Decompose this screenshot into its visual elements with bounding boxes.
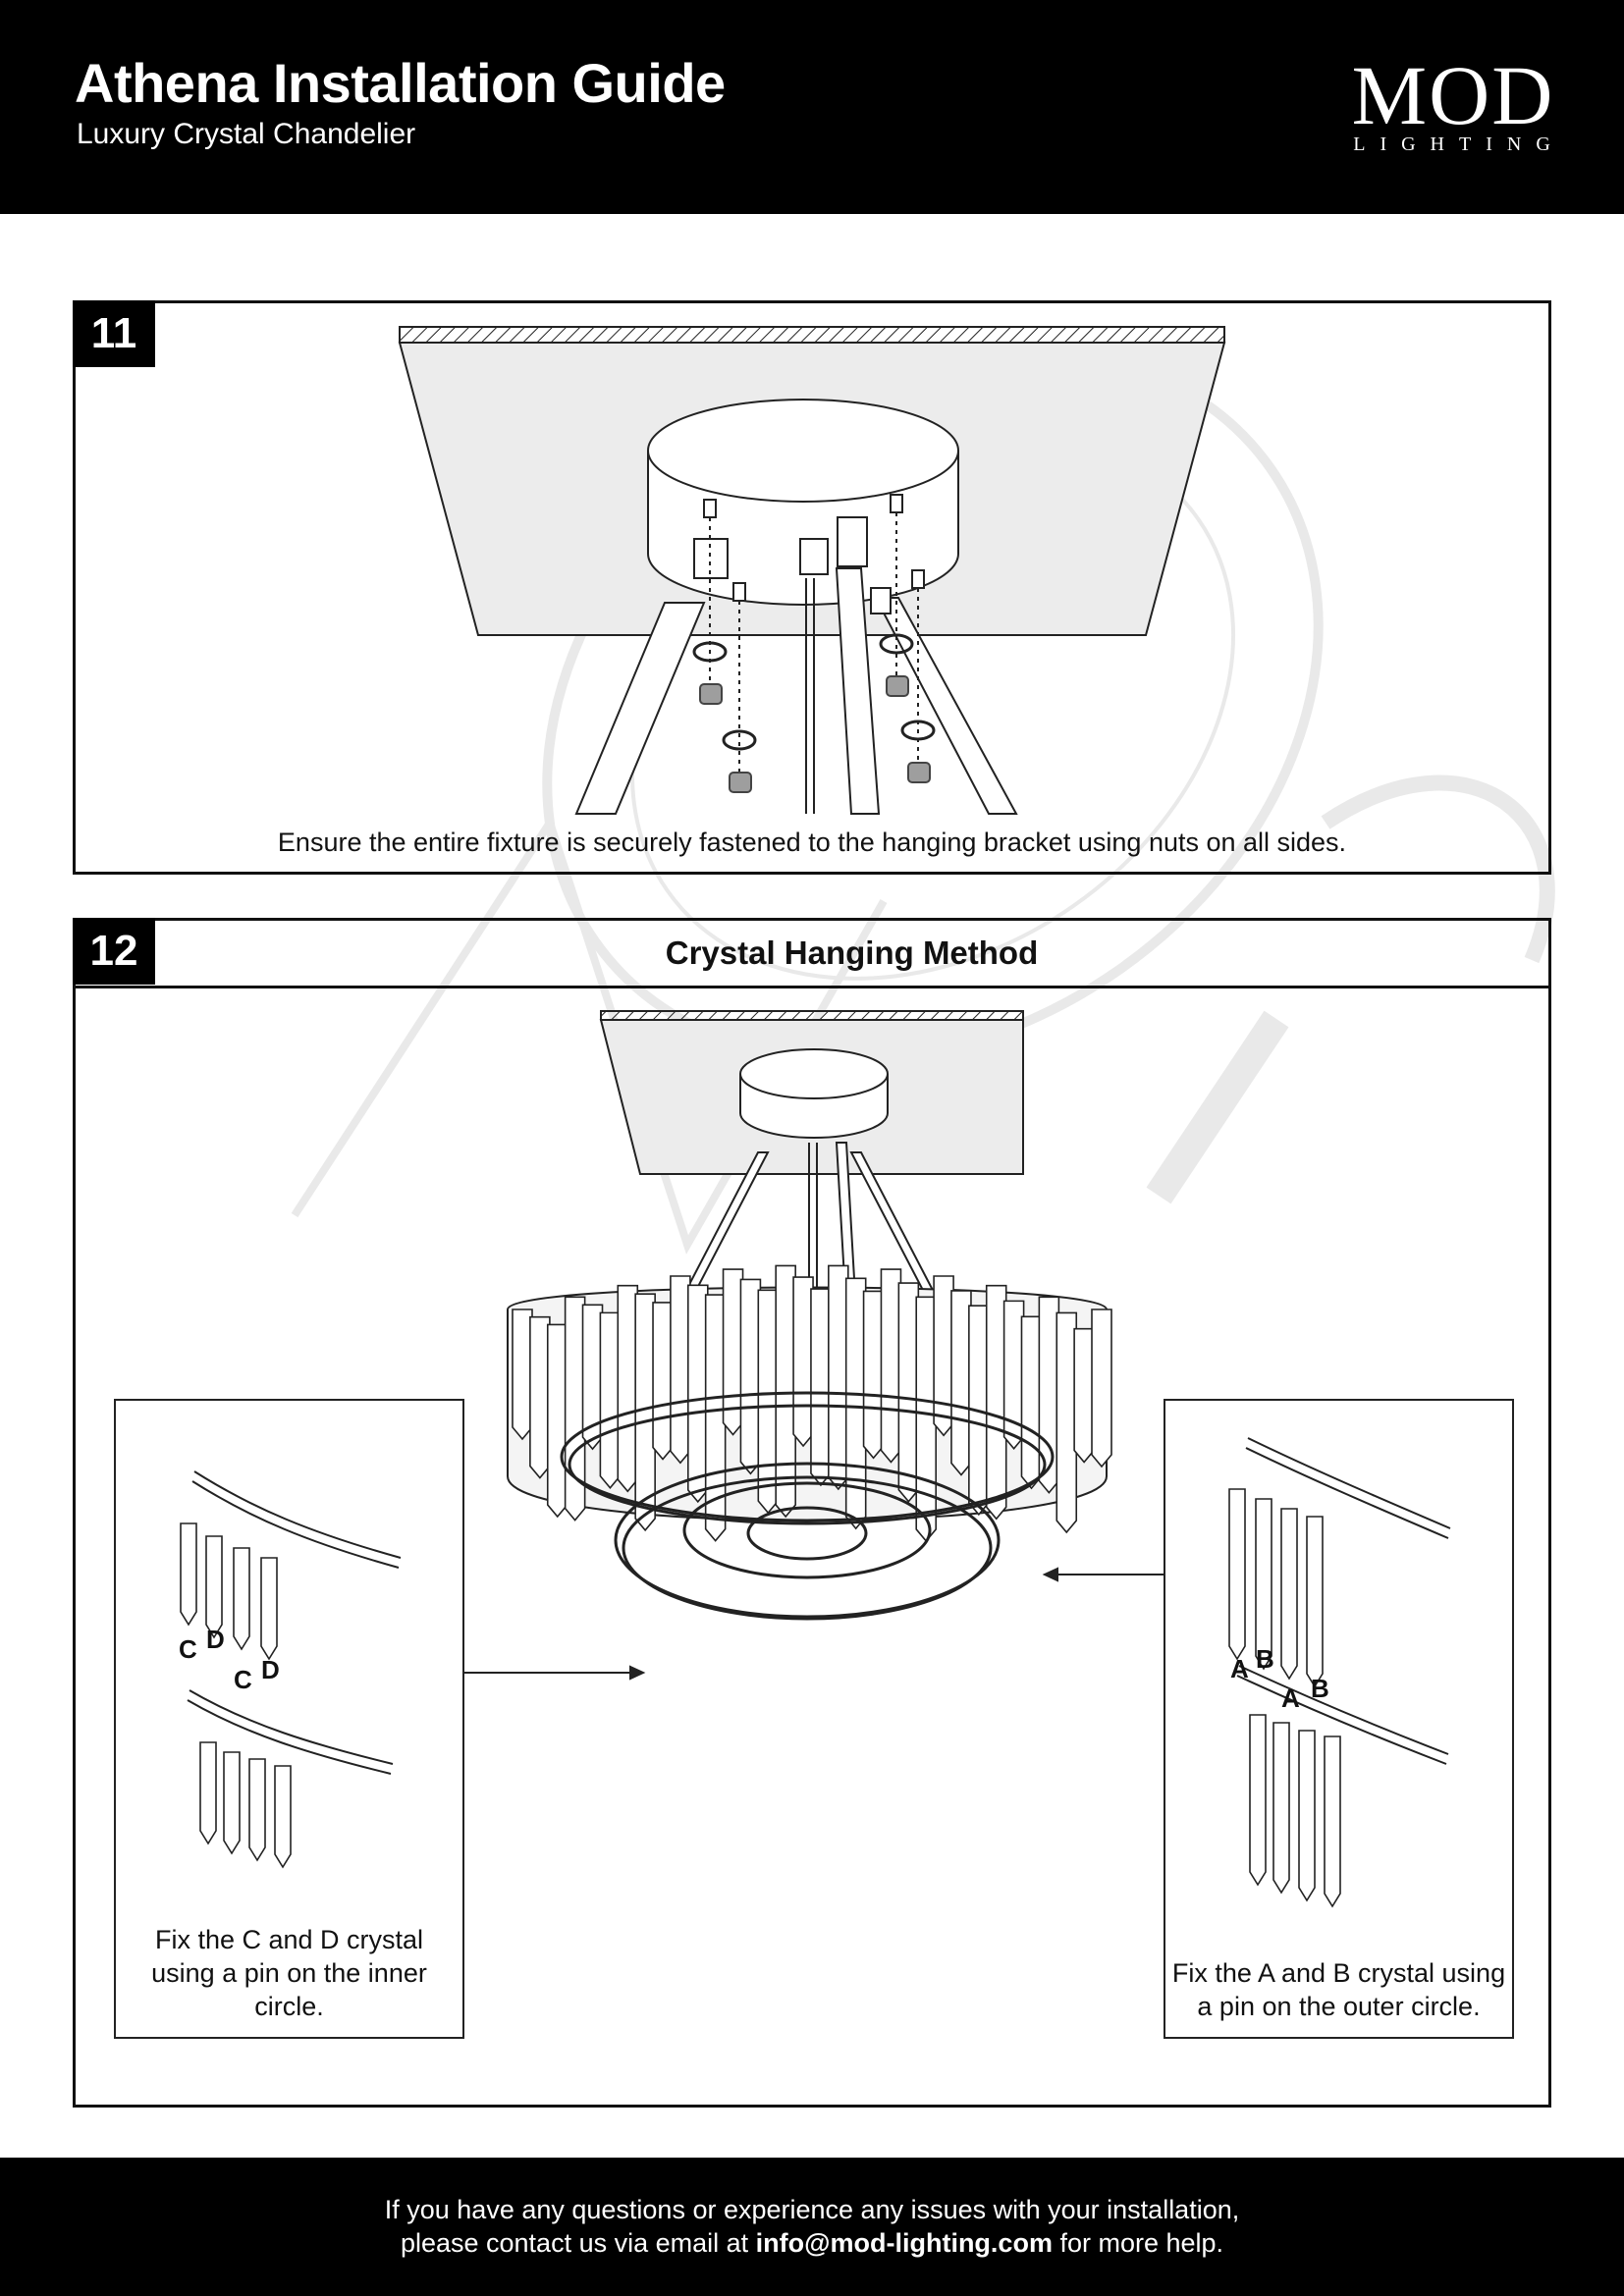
crystal-prism [810,1288,832,1487]
step-12-panel: Crystal Hanging Method 12 [73,918,1551,2108]
crystal-prism [915,1296,938,1543]
crystal-prism [704,1294,727,1542]
outer-circle-instruction: Fix the A and B crystal using a pin on t… [1171,1958,1506,2021]
footer-help-line: If you have any questions or experience … [384,2195,1240,2224]
outer-circle-crystal-illustration: A B A B [1228,1437,1451,1908]
crystal-prism [1056,1311,1078,1534]
crystal-label-c-1: C [179,1634,197,1664]
footer-contact-prefix: please contact us via email at [400,2228,749,2258]
document-subtitle: Luxury Crystal Chandelier [77,118,416,150]
page-header: Athena Installation Guide Luxury Crystal… [0,0,1624,214]
logo-wordmark: MOD [1351,48,1555,142]
crystal-prism [1002,1300,1025,1450]
footer-contact-suffix: for more help. [1059,2228,1224,2258]
step-11-number: 11 [73,300,155,367]
brand-logo: MOD LIGHTING [1335,51,1571,159]
step-12-number: 12 [73,918,155,985]
crystal-prism [581,1304,604,1451]
logo-subtitle: LIGHTING [1353,133,1565,155]
crystal-prism [652,1302,674,1461]
crystal-prism [950,1290,972,1476]
support-email-link[interactable]: info@mod-lighting.com [755,2228,1053,2258]
crystal-prism [634,1293,656,1532]
crystal-prism [686,1284,709,1504]
crystal-prism [1020,1315,1043,1490]
crystal-prism [599,1311,622,1489]
crystal-prism [792,1276,814,1448]
chandelier-diagram [464,1010,1164,1681]
footer-contact-line: please contact us via email at info@mod-… [0,2226,1624,2260]
crystal-prism [844,1277,867,1530]
crystal-prism [897,1282,920,1503]
crystal-prism [1073,1327,1095,1464]
crystal-prism [862,1290,885,1460]
document-title: Athena Installation Guide [75,52,726,114]
crystal-label-c-2: C [234,1665,252,1694]
crystal-prism [985,1284,1007,1521]
inner-circle-inset: C D C D Fix the C and D crystal using a … [114,1399,464,2039]
crystal-prism [546,1323,568,1519]
crystal-prism [880,1268,902,1464]
crystal-prism [512,1308,533,1441]
page-footer: If you have any questions or experience … [0,2158,1624,2296]
crystal-prism [739,1278,762,1475]
step-11-caption: Ensure the entire fixture is securely fa… [277,828,1347,857]
crystal-prism [529,1315,551,1479]
step-12-header: Crystal Hanging Method [76,921,1548,988]
crystal-prism [670,1275,691,1465]
crystal-prism [933,1275,954,1437]
step-11-diagram [398,326,1226,815]
outer-circle-inset: A B A B Fix the A and B crystal using a … [1164,1399,1514,2039]
step-12-heading: Crystal Hanging Method [665,934,1039,971]
crystal-prism [1038,1296,1060,1494]
step-11-panel: 11 [73,300,1551,875]
crystal-label-d-1: D [206,1625,225,1654]
crystal-label-d-2: D [261,1655,280,1684]
crystal-prism [828,1264,849,1491]
crystal-prism [617,1284,639,1493]
inner-circle-instruction: Fix the C and D crystal using a pin on t… [151,1925,427,2021]
inner-circle-crystal-illustration: C D C D [179,1470,402,1869]
crystal-label-a-2: A [1281,1683,1300,1713]
crystal-prism [1091,1308,1112,1468]
crystal-label-a-1: A [1230,1654,1249,1683]
crystal-label-b-1: B [1256,1644,1274,1674]
crystal-prism [564,1296,586,1522]
crystal-label-b-2: B [1311,1674,1329,1703]
